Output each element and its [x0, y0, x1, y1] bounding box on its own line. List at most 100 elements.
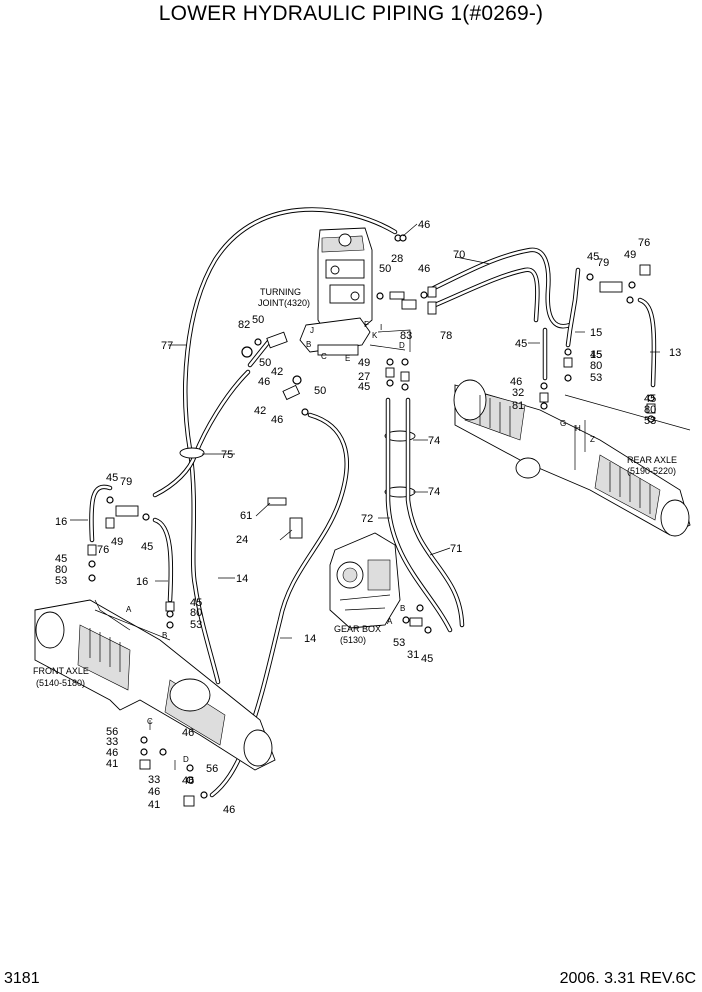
hose-78 — [432, 267, 540, 323]
part-label-27: 27 — [358, 371, 370, 383]
rear-axle-label-line1: REAR AXLE — [627, 455, 677, 465]
front-axle-label-line1: FRONT AXLE — [33, 666, 89, 676]
part-label-82: 82 — [238, 319, 250, 331]
part-label-49: 49 — [624, 249, 636, 261]
part-label-31: 31 — [407, 649, 419, 661]
part-label-74: 74 — [428, 435, 440, 447]
leader-lines — [70, 223, 691, 770]
part-label-33: 33 — [106, 736, 118, 748]
part-label-13: 13 — [669, 347, 681, 359]
letter-b-gear: B — [400, 604, 405, 613]
part-label-56: 56 — [206, 763, 218, 775]
letter-a-gear: A — [387, 617, 393, 626]
letter-b: B — [306, 340, 311, 349]
part-label-80: 80 — [590, 360, 602, 372]
hose-16 — [89, 484, 174, 603]
diagram-title: LOWER HYDRAULIC PIPING 1(#0269-) — [158, 2, 544, 25]
part-label-53: 53 — [55, 575, 67, 587]
part-label-46: 46 — [418, 263, 430, 275]
part-label-46: 46 — [271, 414, 283, 426]
revision-date: 2006. 3.31 REV.6C — [559, 970, 696, 987]
part-label-15: 15 — [590, 327, 602, 339]
part-label-45: 45 — [358, 381, 370, 393]
fittings — [87, 234, 656, 807]
part-label-53: 53 — [590, 372, 602, 384]
part-label-45: 45 — [515, 338, 527, 350]
letter-z: Z — [590, 435, 595, 444]
hose-70 — [427, 247, 573, 329]
part-label-71: 71 — [450, 543, 462, 555]
hose-15 — [565, 267, 657, 388]
part-label-46: 46 — [182, 775, 194, 787]
part-label-50: 50 — [314, 385, 326, 397]
gear-box-label-line1: GEAR BOX — [334, 624, 381, 634]
turning-joint-label-line2: JOINT(4320) — [258, 298, 310, 308]
part-label-70: 70 — [453, 249, 465, 261]
part-label-46: 46 — [510, 376, 522, 388]
turning-joint — [299, 227, 373, 356]
front-axle-label: FRONT AXLE (5140-5180) — [33, 666, 91, 688]
part-label-50: 50 — [252, 314, 264, 326]
hose-77 — [183, 207, 398, 685]
part-label-28: 28 — [391, 253, 403, 265]
gear-box — [329, 532, 401, 629]
part-label-45: 45 — [590, 349, 602, 361]
part-label-15: 15 — [590, 349, 602, 361]
part-label-81: 81 — [512, 400, 524, 412]
hose-75 — [152, 369, 251, 498]
part-label-76: 76 — [97, 544, 109, 556]
part-label-33: 33 — [148, 774, 160, 786]
part-label-42: 42 — [271, 366, 283, 378]
part-label-53: 53 — [644, 415, 656, 427]
part-label-75: 75 — [221, 449, 233, 461]
letter-a-front: A — [126, 605, 132, 614]
part-label-45: 45 — [141, 541, 153, 553]
rear-axle-label: REAR AXLE (5190-5220) — [627, 455, 680, 476]
letter-j: J — [310, 326, 314, 335]
part-label-49: 49 — [358, 357, 370, 369]
letter-h: H — [575, 424, 581, 433]
part-label-46: 46 — [223, 804, 235, 816]
clamp-75 — [179, 447, 205, 459]
part-label-72: 72 — [361, 513, 373, 525]
part-label-78: 78 — [440, 330, 452, 342]
part-label-76: 76 — [638, 237, 650, 249]
part-label-74: 74 — [428, 486, 440, 498]
part-label-16: 16 — [55, 516, 67, 528]
part-label-80: 80 — [190, 607, 202, 619]
part-label-45: 45 — [190, 597, 202, 609]
part-label-50: 50 — [259, 357, 271, 369]
part-label-41: 41 — [148, 799, 160, 811]
part-label-14: 14 — [304, 633, 316, 645]
part-label-41: 41 — [106, 758, 118, 770]
part-label-61: 61 — [240, 510, 252, 522]
letter-k: K — [372, 331, 378, 340]
part-label-46: 46 — [258, 376, 270, 388]
part-label-45: 45 — [644, 393, 656, 405]
part-label-24: 24 — [236, 534, 248, 546]
letter-e: E — [345, 354, 350, 363]
letter-d-front: D — [183, 755, 189, 764]
front-axle-label-line2: (5140-5180) — [36, 678, 85, 688]
part-label-45: 45 — [106, 472, 118, 484]
part-label-53: 53 — [393, 637, 405, 649]
part-label-80: 80 — [55, 564, 67, 576]
turning-joint-label: TURNING JOINT(4320) — [258, 287, 310, 308]
hose-71 — [405, 397, 465, 628]
turning-joint-label-line1: TURNING — [260, 287, 301, 297]
part-label-46: 46 — [418, 219, 430, 231]
hose-72 — [385, 397, 453, 633]
part-label-42: 42 — [254, 405, 266, 417]
connection-letters: B C D E F G H I J K Z A B C D B A — [126, 320, 595, 764]
part-label-80: 80 — [644, 404, 656, 416]
part-label-79: 79 — [120, 476, 132, 488]
part-label-45: 45 — [587, 251, 599, 263]
part-label-53: 53 — [190, 619, 202, 631]
part-label-56: 56 — [106, 726, 118, 738]
letter-c: C — [321, 352, 327, 361]
part-label-83: 83 — [400, 330, 412, 342]
part-label-45: 45 — [421, 653, 433, 665]
gear-box-label: GEAR BOX (5130) — [334, 624, 384, 645]
letter-i: I — [380, 323, 382, 332]
